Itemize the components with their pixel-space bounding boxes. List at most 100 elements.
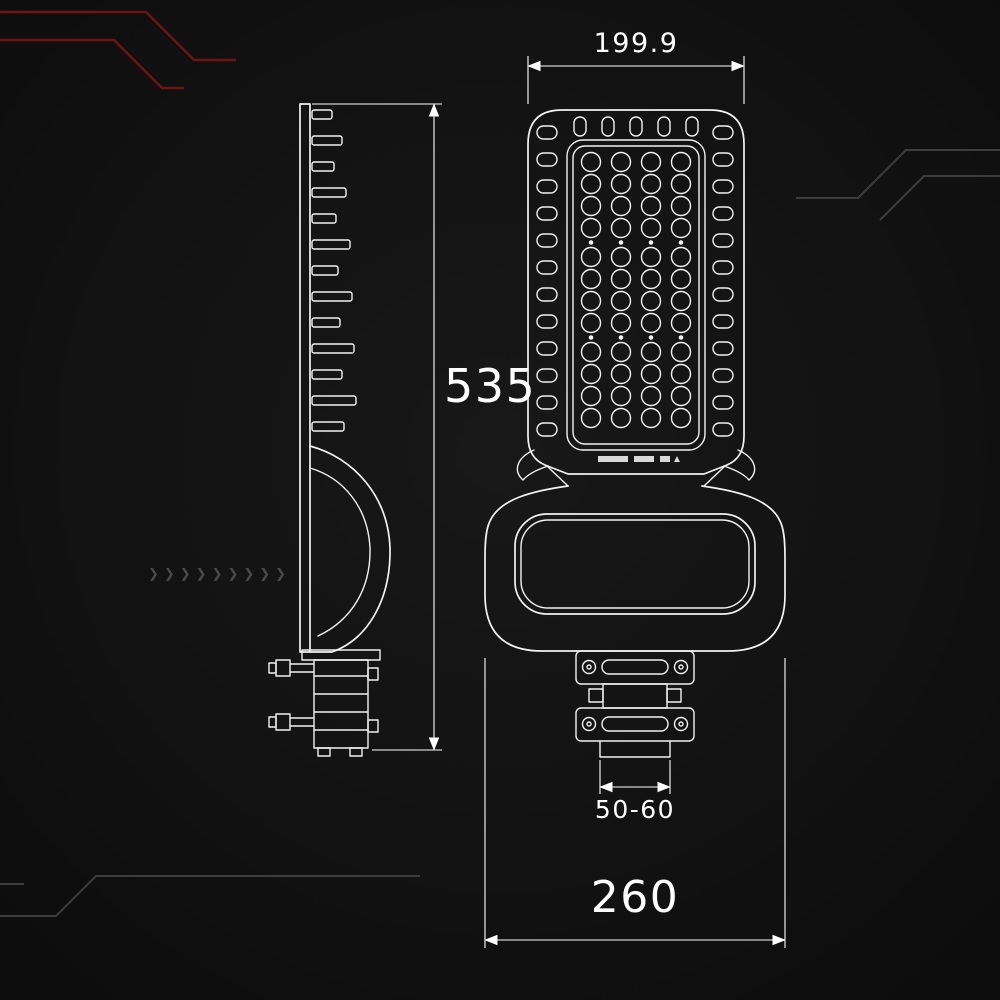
led [670,195,692,217]
side-bolt-upper [275,659,291,677]
clamp-bottom [575,707,695,742]
led [640,341,662,363]
led [610,407,632,429]
clamp-tab-left [588,688,604,703]
bolt-top-left [581,659,597,675]
heatsink-fin [311,213,337,224]
led [610,151,632,173]
decor-traces-top-left [0,10,236,90]
vent-slot-left [536,125,558,140]
bolt-bottom-left [581,716,597,732]
led-group-dot [678,335,684,340]
led [610,290,632,312]
vent-slot-left [536,233,558,248]
clamp-middle [602,683,668,709]
side-mount-bracket [268,659,379,757]
vent-slot-left [536,314,558,329]
led-group-dot [618,240,624,245]
led [580,151,602,173]
heatsink-fin [311,291,353,302]
led-group-dot [618,335,624,340]
fineprint-arrow [674,456,680,462]
head-fineprint [598,456,680,462]
lens-window-outer [514,513,756,615]
bolt-top-right-center [678,664,684,670]
dim-overall-width-label: 260 [591,872,679,923]
heatsink-fin [311,317,341,328]
side-face-plate [299,103,311,653]
pole-socket [599,740,671,758]
side-bolt-lower [275,713,291,731]
fineprint-mark [598,456,628,462]
led [670,151,692,173]
vent-slot-right [712,314,734,329]
decor-traces-bottom-left [0,875,420,917]
vent-slot-left [536,152,558,167]
heatsink-fin [311,421,345,432]
bolt-bottom-left-center [586,721,592,727]
dim-pole-clamp-label: 50-60 [595,795,675,824]
led [580,341,602,363]
ext-lines [484,658,786,948]
heatsink-fin [311,369,343,380]
led [670,363,692,385]
side-foot-right [349,747,363,757]
vent-slot-right [712,341,734,356]
led [610,341,632,363]
vent-slot-right [712,368,734,383]
vent-slot-top [629,116,643,137]
led [670,173,692,195]
bolt-top-right [673,659,689,675]
left-wing [516,449,549,481]
vent-slot-left [536,287,558,302]
side-bolt-shafts [289,663,315,727]
heatsink-fin [311,187,347,198]
vent-slot-left [536,395,558,410]
bolt-bottom-right-center [678,721,684,727]
led [610,312,632,334]
led [610,363,632,385]
led [670,407,692,429]
led-group-dot [678,240,684,245]
led-group-dot [588,335,594,340]
side-bolt-upper-cap [268,662,277,674]
led [670,385,692,407]
led [580,385,602,407]
vent-slot-right [712,233,734,248]
side-clamp-ribs [313,675,369,731]
led [580,173,602,195]
led-grid [580,151,692,429]
decor-trace [796,149,1000,199]
led [640,217,662,239]
vent-slot-right [712,125,734,140]
led [610,173,632,195]
side-view [268,103,391,757]
heatsink-fin [311,161,335,172]
side-lens-edge [309,467,371,637]
decor-trace [0,38,184,90]
side-heatsink-fins [311,109,357,432]
led [580,195,602,217]
led [580,363,602,385]
led [670,268,692,290]
heatsink-fin [311,109,333,120]
led [670,217,692,239]
side-foot-left [317,747,331,757]
led-group-dot [648,240,654,245]
led-panel-inner [572,145,700,445]
front-view [484,109,786,758]
head-outline [527,109,745,475]
led [640,268,662,290]
led [610,385,632,407]
led [640,195,662,217]
vent-slots [536,116,734,437]
dimension-pole-clamp: 50-60 [595,760,675,824]
led [580,290,602,312]
led-group-dot [588,240,594,245]
vent-slot-left [536,260,558,275]
clamp-tab-right [666,688,682,703]
led [640,407,662,429]
vent-slot-left [536,206,558,221]
led [580,312,602,334]
